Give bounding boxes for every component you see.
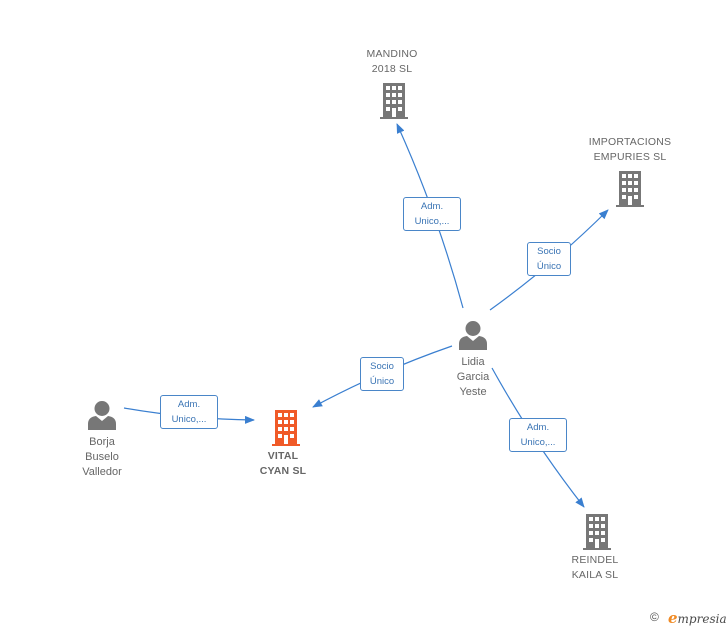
node-label-line: Yeste [459,386,487,398]
building-icon [380,83,408,119]
person-node-borja[interactable]: Borja Buselo Valledor [60,435,144,480]
node-label-line: CYAN SL [259,465,307,477]
copyright-symbol: © [650,610,659,624]
company-node-vital[interactable]: VITAL CYAN SL [233,449,333,479]
edge-role-line: Socio [537,246,561,257]
building-icon [583,514,611,550]
node-label-line: MANDINO [366,48,418,60]
brand-logo[interactable]: empresia [668,609,727,627]
edge-role-line: Unico,... [520,437,556,448]
person-icon [459,321,487,350]
node-label-line: EMPURIES SL [593,151,667,163]
node-label-line: IMPORTACIONS [588,136,672,148]
node-label-line: Lidia [461,356,485,368]
node-label-line: VITAL [267,450,299,462]
edge-role-label-importacions[interactable]: Socio Único [527,242,571,276]
edge-role-line: Adm. [526,422,550,433]
edge-role-line: Socio [370,361,394,372]
edge-role-label-mandino[interactable]: Adm. Unico,... [403,197,461,231]
edge-role-label-vital[interactable]: Socio Único [360,357,404,391]
company-node-mandino[interactable]: MANDINO 2018 SL [342,47,442,77]
company-node-importacions[interactable]: IMPORTACIONS EMPURIES SL [570,135,690,165]
edge-role-label-reindel[interactable]: Adm. Unico,... [509,418,567,452]
building-icon [616,171,644,207]
edge-role-line: Adm. [177,399,201,410]
node-label-line: Garcia [456,371,490,383]
person-node-lidia[interactable]: Lidia Garcia Yeste [431,355,515,400]
edge-role-line: Único [536,261,562,272]
node-label-line: Buselo [85,451,119,463]
brand-logo-text: mpresia [677,612,727,626]
node-label-line: REINDEL [571,554,619,566]
building-icon [272,410,300,446]
node-label-line: 2018 SL [371,63,413,75]
brand-logo-mark: e [668,609,678,627]
node-label-line: KAILA SL [571,569,619,581]
edge-role-line: Unico,... [171,414,207,425]
edge-role-line: Único [369,376,395,387]
edge-role-label-borja[interactable]: Adm. Unico,... [160,395,218,429]
person-icon [88,401,116,430]
company-node-reindel[interactable]: REINDEL KAILA SL [545,553,645,583]
node-label-line: Valledor [82,466,122,478]
edge-role-line: Adm. [420,201,444,212]
node-label-line: Borja [89,436,115,448]
edge-role-line: Unico,... [414,216,450,227]
